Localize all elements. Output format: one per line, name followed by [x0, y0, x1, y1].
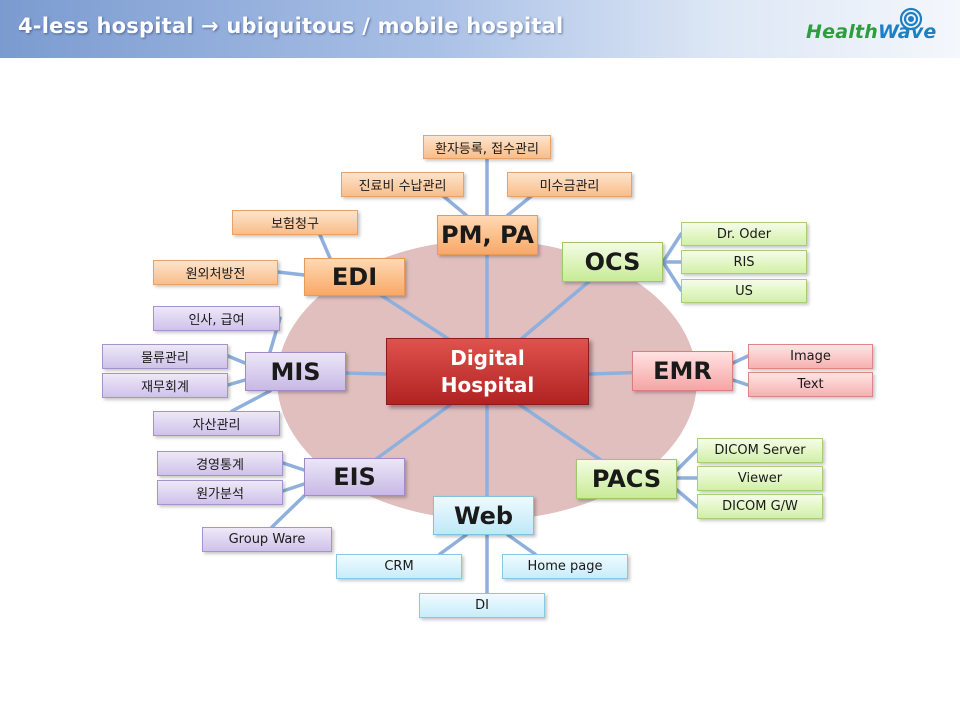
- emr-item-image: Image: [748, 344, 873, 369]
- title-bar: [0, 0, 960, 58]
- web-label: Web: [453, 501, 514, 530]
- pm-pa-item-receivables: 미수금관리: [507, 172, 632, 197]
- emr-item-label: Text: [797, 377, 824, 392]
- pm-pa-item-registration: 환자등록, 접수관리: [423, 135, 551, 159]
- pacs-item-label: DICOM Server: [714, 443, 806, 458]
- web-node: Web: [433, 496, 534, 535]
- mis-item-hr-payroll: 인사, 급여: [153, 306, 280, 331]
- web-item-label: Home page: [527, 559, 603, 574]
- mis-item-accounting: 재무회계: [102, 373, 228, 398]
- web-item-label: CRM: [384, 559, 414, 574]
- ocs-node: OCS: [562, 242, 663, 282]
- emr-item-label: Image: [790, 349, 831, 364]
- pacs-item-label: Viewer: [737, 471, 783, 486]
- ocs-label: OCS: [584, 248, 641, 276]
- logo-wave: Wave: [877, 21, 937, 43]
- mis-item-assets: 자산관리: [153, 411, 280, 436]
- slide-title: 4-less hospital → ubiquitous / mobile ho…: [18, 14, 564, 38]
- web-item-crm: CRM: [336, 554, 462, 579]
- pacs-item-dicom-gw: DICOM G/W: [697, 494, 823, 519]
- pm-pa-node: PM, PA: [437, 215, 538, 255]
- pacs-node: PACS: [576, 459, 677, 499]
- ocs-item-ris: RIS: [681, 250, 807, 274]
- ocs-item-dr-oder: Dr. Oder: [681, 222, 807, 246]
- eis-item-label: 경영통계: [196, 458, 244, 473]
- mis-item-label: 재무회계: [141, 380, 189, 395]
- emr-label: EMR: [653, 357, 712, 385]
- mis-label: MIS: [270, 357, 321, 386]
- mis-item-logistics: 물류관리: [102, 344, 228, 369]
- pm-pa-item-label: 미수금관리: [539, 179, 600, 194]
- web-item-label: DI: [475, 598, 489, 613]
- pacs-item-dicom-server: DICOM Server: [697, 438, 823, 463]
- digital-hospital-node: Digital Hospital: [386, 338, 589, 405]
- eis-item-cost-analysis: 원가분석: [157, 480, 283, 505]
- mis-item-label: 자산관리: [192, 418, 241, 433]
- web-item-di: DI: [419, 593, 545, 618]
- eis-item-label: 원가분석: [196, 487, 244, 502]
- emr-item-text: Text: [748, 372, 873, 397]
- mis-item-label: 인사, 급여: [188, 313, 245, 328]
- healthwave-logo: HealthWave: [806, 21, 937, 43]
- pm-pa-item-label: 환자등록, 접수관리: [435, 141, 539, 157]
- eis-node: EIS: [304, 458, 405, 496]
- pm-pa-item-billing: 진료비 수납관리: [341, 172, 464, 197]
- edi-item-insurance-claim: 보험청구: [232, 210, 358, 235]
- pm-pa-label: PM, PA: [441, 221, 534, 249]
- mis-item-label: 물류관리: [141, 351, 189, 366]
- edi-label: EDI: [331, 263, 378, 291]
- eis-label: EIS: [333, 463, 376, 491]
- emr-node: EMR: [632, 351, 733, 391]
- eis-item-statistics: 경영통계: [157, 451, 283, 476]
- ocs-item-us: US: [681, 279, 807, 303]
- ocs-item-label: RIS: [733, 254, 755, 270]
- signal-icon: [899, 7, 923, 31]
- mis-node: MIS: [245, 352, 346, 391]
- eis-item-group-ware: Group Ware: [202, 527, 332, 552]
- eis-item-label: Group Ware: [228, 532, 306, 547]
- edi-node: EDI: [304, 258, 405, 296]
- center-label-line1: Digital: [450, 345, 525, 370]
- web-item-home-page: Home page: [502, 554, 628, 579]
- edi-item-label: 원외처방전: [185, 267, 246, 282]
- ocs-item-label: Dr. Oder: [716, 226, 772, 242]
- center-label-line2: Hospital: [440, 372, 535, 397]
- edi-item-label: 보험청구: [271, 217, 319, 232]
- pm-pa-item-label: 진료비 수납관리: [358, 179, 447, 194]
- edi-item-prescription: 원외처방전: [153, 260, 278, 285]
- pacs-label: PACS: [591, 465, 662, 493]
- ocs-item-label: US: [735, 283, 753, 299]
- logo-health: Health: [806, 21, 878, 43]
- pacs-item-label: DICOM G/W: [722, 499, 798, 514]
- pacs-item-viewer: Viewer: [697, 466, 823, 491]
